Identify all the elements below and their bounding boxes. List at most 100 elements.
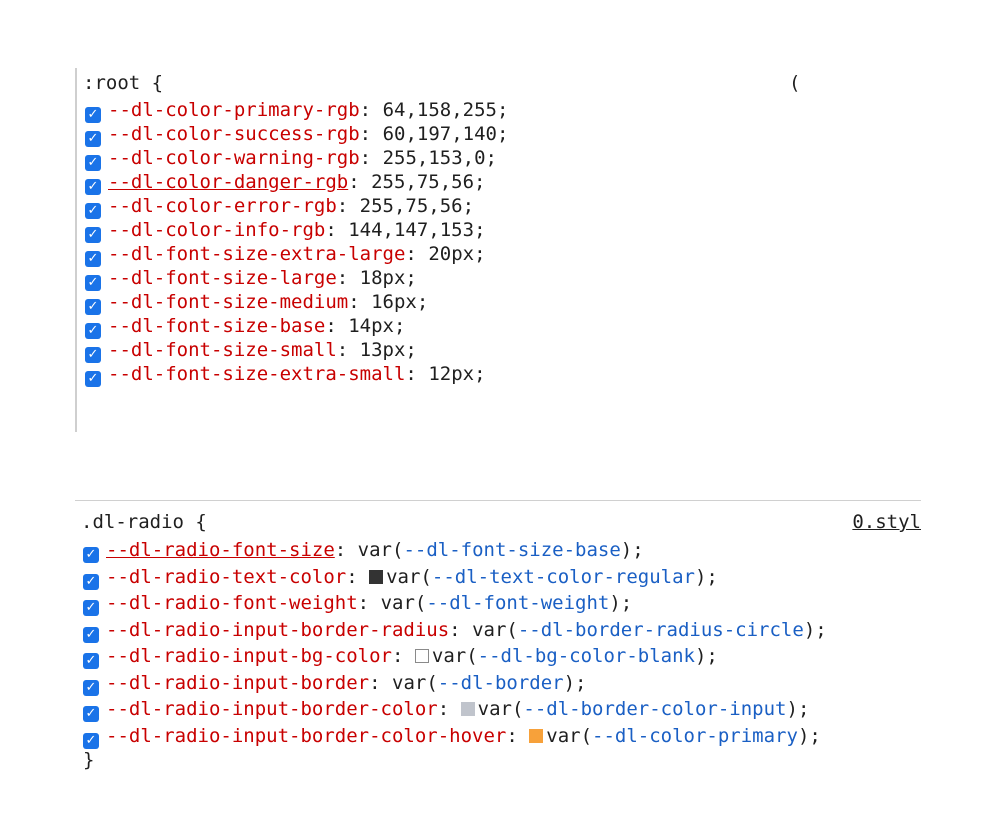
checkbox-icon[interactable]: ✓: [83, 600, 99, 616]
property-value[interactable]: 16px;: [371, 291, 429, 313]
var-close: );: [609, 592, 633, 614]
checkbox-icon[interactable]: ✓: [85, 227, 101, 243]
color-swatch-icon[interactable]: [414, 649, 429, 663]
colon: :: [391, 645, 415, 667]
root-source-link[interactable]: (: [789, 72, 801, 94]
checkbox-icon[interactable]: ✓: [83, 679, 99, 696]
property-name[interactable]: --dl-radio-input-border: [106, 671, 370, 694]
var-open: var(: [357, 539, 404, 561]
checkbox-icon[interactable]: ✓: [85, 251, 101, 267]
property-value[interactable]: 12px;: [428, 363, 486, 385]
property-name[interactable]: --dl-font-size-extra-small: [108, 363, 406, 385]
colon: :: [334, 539, 358, 561]
declaration-row: ✓--dl-color-danger-rgb: 255,75,56;: [77, 170, 812, 195]
root-selector: :root {: [83, 72, 164, 94]
checkbox-icon[interactable]: ✓: [83, 706, 99, 722]
var-open: var(: [477, 698, 524, 720]
property-value[interactable]: 255,153,0;: [382, 147, 497, 169]
variable-reference[interactable]: --dl-color-primary: [592, 724, 798, 747]
property-name[interactable]: --dl-radio-input-bg-color: [106, 645, 392, 667]
property-name[interactable]: --dl-color-danger-rgb: [108, 171, 349, 193]
variable-reference[interactable]: --dl-font-size-base: [403, 539, 621, 561]
checkbox-icon[interactable]: ✓: [85, 107, 101, 123]
declaration-row: ✓--dl-color-warning-rgb: 255,153,0;: [77, 146, 812, 171]
declaration-row: ✓--dl-color-success-rgb: 60,197,140;: [77, 122, 812, 147]
property-value[interactable]: 60,197,140;: [382, 123, 509, 145]
property-value[interactable]: 144,147,153;: [348, 219, 486, 241]
var-close: );: [694, 645, 718, 667]
var-close: );: [563, 671, 587, 694]
property-name[interactable]: --dl-radio-input-border-radius: [106, 618, 450, 641]
color-swatch-icon[interactable]: [369, 569, 384, 584]
color-swatch-icon[interactable]: [529, 728, 544, 743]
property-value[interactable]: 18px;: [359, 267, 417, 289]
property-name[interactable]: --dl-radio-text-color: [106, 565, 347, 588]
root-declarations: ✓ --dl-color-primary-rgb: 64,158,255; ✓ --d…: [77, 98, 812, 387]
checkbox-icon[interactable]: ✓: [85, 371, 101, 387]
property-name[interactable]: --dl-radio-font-weight: [106, 592, 358, 614]
property-name[interactable]: --dl-color-success-rgb: [108, 123, 360, 145]
property-name[interactable]: --dl-font-size-large: [108, 267, 337, 289]
variable-reference[interactable]: --dl-border-color-input: [523, 698, 787, 720]
property-name[interactable]: --dl-font-size-extra-large: [108, 243, 406, 265]
colon: :: [348, 291, 372, 313]
var-close: );: [694, 565, 718, 588]
checkbox-icon[interactable]: ✓: [85, 155, 101, 171]
root-selector-row: :root { (: [77, 68, 812, 98]
checkbox-icon[interactable]: ✓: [83, 547, 99, 563]
variable-reference[interactable]: --dl-bg-color-blank: [477, 645, 695, 667]
declaration-row: ✓--dl-radio-input-border: var(--dl-borde…: [75, 670, 921, 697]
property-name[interactable]: --dl-radio-font-size: [106, 539, 335, 561]
declaration-row: ✓ --dl-font-size-small: 13px;: [77, 338, 812, 363]
colon: :: [346, 565, 370, 588]
property-name[interactable]: --dl-radio-input-border-color: [106, 698, 438, 720]
checkbox-icon[interactable]: ✓: [85, 275, 101, 291]
property-value[interactable]: 255,75,56;: [359, 195, 475, 217]
colon: :: [336, 339, 360, 361]
variable-reference[interactable]: --dl-font-weight: [426, 592, 610, 614]
declaration-row: ✓--dl-color-primary-rgb: 64,158,255;: [77, 98, 812, 123]
checkbox-icon[interactable]: ✓: [83, 626, 99, 643]
colon: :: [437, 698, 461, 720]
declaration-row: ✓--dl-font-size-base: 14px;: [77, 314, 812, 339]
property-name[interactable]: --dl-font-size-base: [108, 315, 326, 337]
colon: :: [449, 618, 473, 641]
variable-reference[interactable]: --dl-border-radius-circle: [517, 618, 804, 641]
var-close: );: [620, 539, 644, 561]
checkbox-icon[interactable]: ✓: [85, 299, 101, 315]
declaration-row: ✓--dl-color-error-rgb: 255,75,56;: [77, 194, 812, 219]
property-name[interactable]: --dl-color-primary-rgb: [108, 99, 360, 121]
property-value[interactable]: 255,75,56;: [371, 171, 486, 193]
declaration-row: ✓ --dl-radio-font-size: var(--dl-font-siz…: [75, 537, 921, 564]
checkbox-icon[interactable]: ✓: [83, 732, 99, 749]
color-swatch-icon[interactable]: [460, 702, 475, 716]
checkbox-icon[interactable]: ✓: [83, 653, 99, 669]
property-value[interactable]: 20px;: [428, 243, 486, 265]
declaration-row: ✓ --dl-radio-text-color: var(--dl-text-co…: [75, 564, 921, 591]
checkbox-icon[interactable]: ✓: [85, 131, 101, 147]
property-value[interactable]: 13px;: [359, 339, 417, 361]
property-value[interactable]: 64,158,255;: [382, 99, 509, 121]
property-name[interactable]: --dl-color-error-rgb: [108, 195, 337, 217]
var-open: var(: [386, 565, 432, 588]
var-open: var(: [431, 645, 478, 667]
variable-reference[interactable]: --dl-border: [437, 671, 564, 694]
property-name[interactable]: --dl-color-warning-rgb: [108, 147, 360, 169]
property-value[interactable]: 14px;: [348, 315, 406, 337]
property-name[interactable]: --dl-color-info-rgb: [108, 219, 326, 241]
property-name[interactable]: --dl-font-size-small: [108, 339, 337, 361]
var-open: var(: [472, 618, 518, 641]
declaration-row: ✓--dl-radio-font-weight: var(--dl-font-w…: [75, 590, 921, 617]
checkbox-icon[interactable]: ✓: [85, 179, 101, 195]
property-name[interactable]: --dl-radio-input-border-color-hover: [106, 724, 507, 747]
colon: :: [506, 724, 530, 747]
checkbox-icon[interactable]: ✓: [85, 203, 101, 219]
property-name[interactable]: --dl-font-size-medium: [108, 291, 349, 313]
root-rule-panel: :root { ( ✓ --dl-color-primary-rgb: 64,15…: [75, 68, 812, 432]
variable-reference[interactable]: --dl-text-color-regular: [431, 565, 695, 588]
declaration-row: ✓ --dl-radio-input-bg-color: var(--dl-bg-…: [75, 643, 921, 670]
checkbox-icon[interactable]: ✓: [85, 347, 101, 363]
checkbox-icon[interactable]: ✓: [83, 573, 99, 590]
radio-source-link[interactable]: 0.styl: [852, 511, 921, 533]
checkbox-icon[interactable]: ✓: [85, 323, 101, 339]
